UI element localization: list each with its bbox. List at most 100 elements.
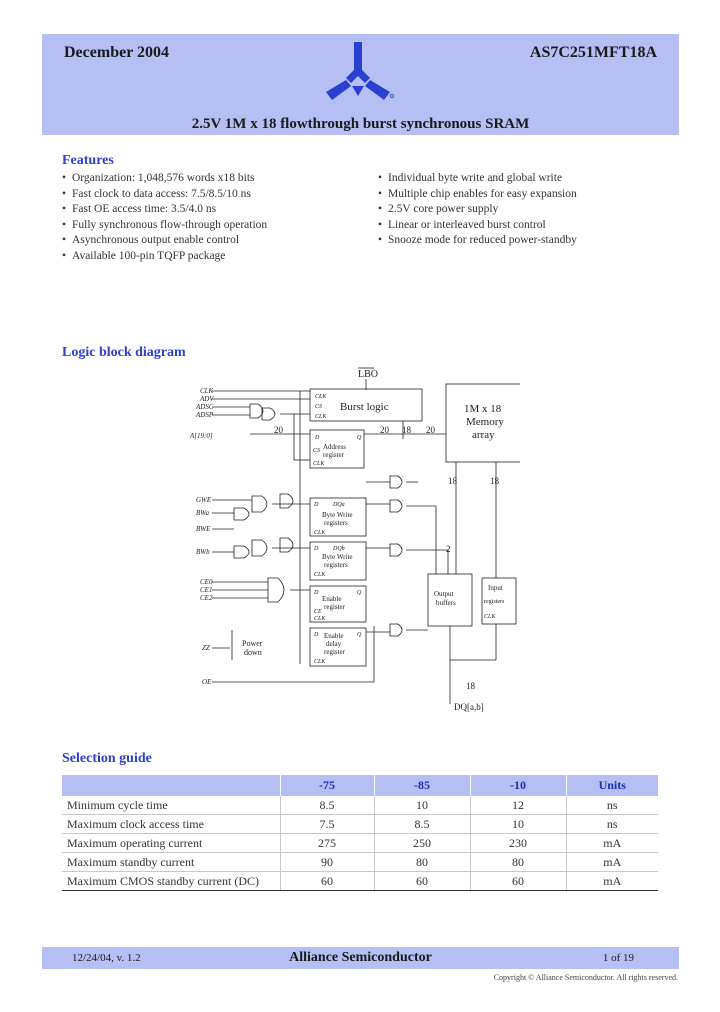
feature-text: 2.5V core power supply [388,203,499,215]
table-cell: 12 [470,796,567,815]
feature-item: • 2.5V core power supply [378,202,577,218]
ed-q-port: Q [357,632,362,638]
burst-clk-port: CLK [315,394,327,400]
feature-item: • Linear or interleaved burst control [378,218,577,234]
logic-block-diagram: LBO Burst logic CLK CS CLK 1M x 18 Memor… [190,367,520,712]
bus-width-3: 18 [402,425,412,435]
addr-q-port: Q [357,435,362,441]
feature-item: •Asynchronous output enable control [62,233,267,249]
feature-item: • Multiple chip enables for easy expansio… [378,187,577,203]
table-row: Maximum clock access time 7.5 8.5 10 ns [62,814,658,834]
table-cell: Maximum operating current [62,833,281,853]
byte-write-a-block [309,497,367,537]
byte-write-b-block [309,541,367,581]
features-left-list: • Organization: 1,048,576 words x18 bits •… [62,171,267,264]
enable-register-block [309,585,367,623]
features-title: Features [62,153,114,168]
bwa-dq-port: DQa [332,502,345,508]
table-row: Minimum cycle time 8.5 10 12 ns [62,796,658,815]
bwa-clk-port: CLK [314,530,326,536]
feature-text: Individual byte write and global write [388,172,563,184]
input-bwa: BWa [196,509,209,517]
selection-guide-title: Selection guide [62,751,152,766]
bullet-icon: • [62,203,67,215]
input-gwe: GWE [196,496,212,504]
input-bwb: BWb [196,548,210,556]
bwa-label-2: registers [324,519,348,527]
table-cell: mA [566,833,658,853]
address-label-2: register [323,451,345,459]
feature-item: • Fast OE access time: 3.5/4.0 ns [62,202,267,218]
table-cell: 60 [470,871,567,891]
footer-company: Alliance Semiconductor [289,950,432,965]
table-row: Maximum standby current 90 80 80 mA [62,852,658,872]
bwb-d-port: D [313,546,319,552]
enable-delay-label-2: delay [326,640,342,648]
feature-item: •Fast clock to data access: 7.5/8.5/10 n… [62,187,267,203]
burst-logic-block [309,388,423,422]
en-ce-port: CE [314,609,322,615]
addr-clk-port: CLK [313,461,325,467]
bullet-icon: • [62,249,67,262]
input-address: A[19:0] [190,432,213,440]
input-bwe: BWE [196,525,211,533]
table-cell: ns [566,796,658,815]
lbo-label: LBO [358,369,378,380]
bus-width-4: 20 [426,425,436,435]
bus-width-7: 2 [446,544,451,554]
in-clk-port: CLK [484,614,496,620]
bwa-label-1: Byte Write [322,511,353,519]
feature-text: Available 100-pin TQFP package [72,249,226,262]
addr-cs-port: CS [313,448,320,454]
feature-item: •Fully synchronous flow-through operatio… [62,218,267,234]
table-cell: 60 [280,871,375,891]
bullet-icon: • [378,218,383,231]
bullet-icon: • [62,187,67,200]
selection-guide-table: -75 -85 -10 Units Minimum cycle time 8.5… [62,775,658,891]
table-cell: 7.5 [280,814,375,834]
enable-delay-label-3: register [324,648,346,656]
en-d-port: D [313,590,319,596]
table-cell: Maximum CMOS standby current (DC) [62,871,281,891]
input-ce1: CE1 [200,586,212,594]
bullet-icon: • [378,203,383,215]
col-header-85: -85 [374,775,471,796]
bullet-icon: • [378,172,383,184]
memory-label-1: 1M x 18 [464,403,502,415]
header-date: December 2004 [64,44,169,61]
ed-d-port: D [313,632,319,638]
col-header-parameter [62,775,281,796]
footer-band: 12/24/04, v. 1.2 Alliance Semiconductor … [42,947,679,969]
feature-text: Fully synchronous flow-through operation [72,218,268,231]
input-zz: ZZ [202,644,210,652]
feature-text: Organization: 1,048,576 words x18 bits [72,172,255,184]
features-right-list: •Individual byte write and global write•… [378,171,577,249]
input-registers-block [481,577,517,625]
en-q-port: Q [357,590,362,596]
output-buffers-label-1: Output [434,590,454,598]
bwb-dq-port: DQb [332,546,345,552]
power-down-label-2: down [244,648,262,657]
feature-text: Fast OE access time: 3.5/4.0 ns [72,203,217,215]
memory-label-3: array [472,429,495,441]
table-cell: 8.5 [374,814,471,834]
feature-text: Multiple chip enables for easy expansion [388,187,577,200]
bwb-label-1: Byte Write [322,553,353,561]
feature-text: Linear or interleaved burst control [388,218,546,231]
diagram-title: Logic block diagram [62,345,186,360]
enable-label-2: register [324,603,346,611]
input-ce2: CE2 [200,594,213,602]
input-adsc: ADSC [195,403,214,411]
bwb-clk-port: CLK [314,572,326,578]
bullet-icon: • [378,187,383,200]
feature-item: • Individual byte write and global write [378,171,577,187]
burst-logic-label: Burst logic [340,401,389,413]
table-cell: mA [566,852,658,872]
ed-clk-port: CLK [314,659,326,665]
bus-width-6: 18 [490,476,500,486]
table-cell: mA [566,871,658,891]
feature-text: Asynchronous output enable control [72,234,240,246]
col-header-units: Units [566,775,658,796]
header-part-number: AS7C251MFT18A [529,44,657,61]
address-register-block [309,429,365,469]
